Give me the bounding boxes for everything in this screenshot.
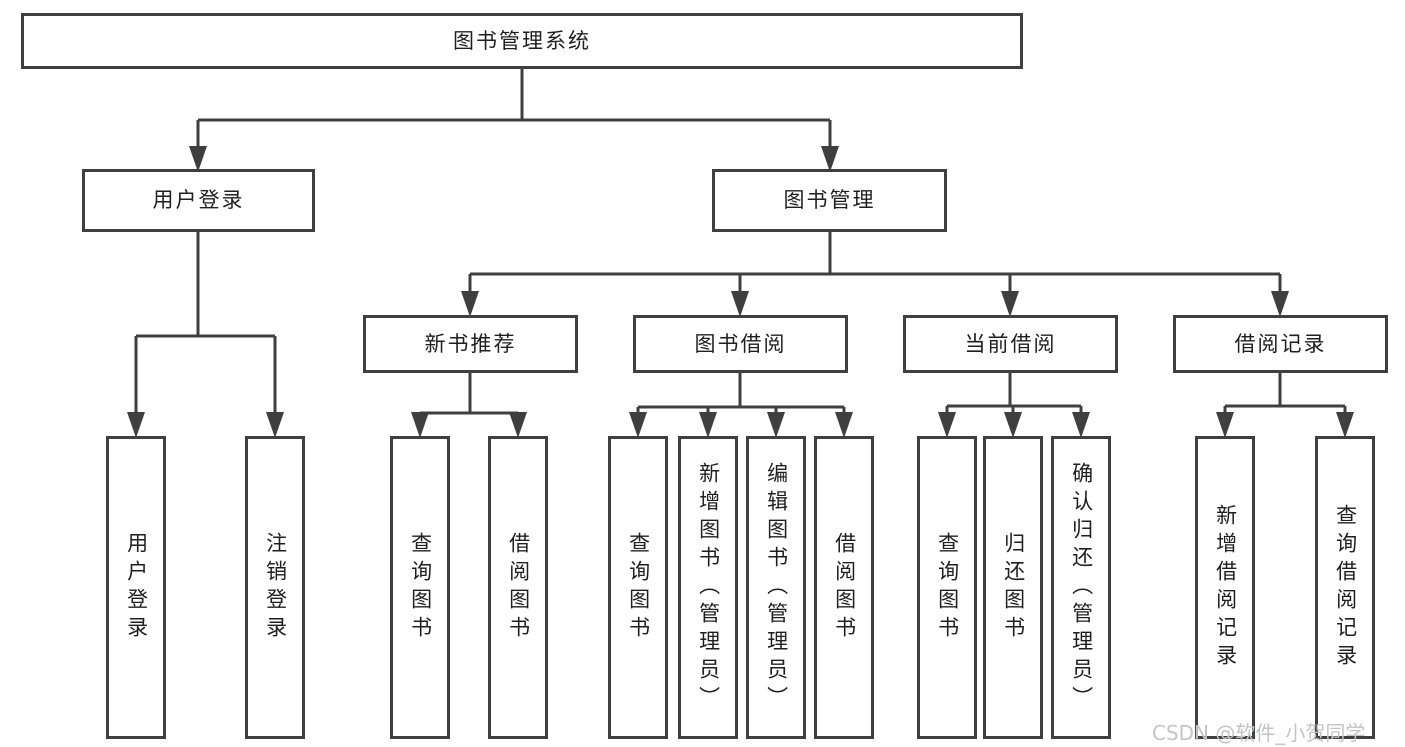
arrowhead-icon [266,412,284,438]
connector [1223,373,1347,417]
node-label: 用户登录 [152,188,245,212]
arrowhead-icon [189,146,207,172]
node-label: 图书管理系统 [453,28,591,53]
node-label: 查询图书 [626,531,651,644]
connector [134,232,277,417]
arrowhead-icon [699,412,717,438]
node-current-borrowing: 当前借阅 [903,315,1118,373]
node-label: 归还图书 [1001,531,1026,644]
node-label: 借阅图书 [832,531,857,644]
leaf-query-books: 查询图书 [608,436,668,739]
node-label: 图书借阅 [694,331,787,356]
connector [196,69,832,151]
leaf-borrow-books: 借阅图书 [488,436,548,739]
arrowhead-icon [509,412,527,438]
node-label: 查询图书 [408,531,433,644]
connector [636,373,846,417]
arrowhead-icon [1001,291,1019,317]
arrowhead-icon [1271,291,1289,317]
arrowhead-icon [461,291,479,317]
node-new-book-recommendation: 新书推荐 [363,315,578,373]
node-label: 新增图书（管理员） [696,461,721,714]
arrowhead-icon [1072,412,1090,438]
leaf-borrow-books: 借阅图书 [814,436,874,739]
node-label: 借阅图书 [506,531,531,644]
csdn-watermark: CSDN @软件_小贺同学 [1152,721,1366,745]
arrowhead-icon [629,412,647,438]
node-label: 查询借阅记录 [1333,503,1358,672]
arrowhead-icon [731,291,749,317]
arrowhead-icon [127,412,145,438]
arrowhead-icon [938,412,956,438]
leaf-confirm-return-admin: 确认归还（管理员） [1051,436,1111,739]
node-book-borrowing: 图书借阅 [633,315,848,373]
node-borrowing-records: 借阅记录 [1173,315,1388,373]
leaf-return-books: 归还图书 [983,436,1043,739]
node-label: 借阅记录 [1234,331,1327,356]
arrowhead-icon [767,412,785,438]
leaf-add-borrow-record: 新增借阅记录 [1195,436,1255,739]
node-label: 查询图书 [935,531,960,644]
node-label: 用户登录 [124,531,149,644]
arrowhead-icon [835,412,853,438]
leaf-add-books-admin: 新增图书（管理员） [678,436,738,739]
connector [945,373,1083,417]
node-label: 图书管理 [783,188,876,212]
node-book-management: 图书管理 [712,169,947,232]
node-user-login: 用户登录 [82,169,315,232]
arrowhead-icon [1216,412,1234,438]
node-label: 当前借阅 [964,331,1057,356]
node-label: 新增借阅记录 [1213,503,1238,672]
leaf-query-books: 查询图书 [390,436,450,739]
arrowhead-icon [411,412,429,438]
node-label: 编辑图书（管理员） [764,461,789,714]
node-library-management-system: 图书管理系统 [21,13,1023,69]
node-label: 确认归还（管理员） [1069,461,1094,714]
arrowhead-icon [821,146,839,172]
arrowhead-icon [1336,412,1354,438]
connector [468,232,1282,296]
leaf-edit-books-admin: 编辑图书（管理员） [746,436,806,739]
arrowhead-icon [1004,412,1022,438]
leaf-logout: 注销登录 [245,436,305,739]
leaf-user-login: 用户登录 [106,436,166,739]
connector [418,373,520,417]
node-label: 新书推荐 [424,331,517,356]
leaf-query-books: 查询图书 [917,436,977,739]
node-label: 注销登录 [263,531,288,644]
leaf-query-borrow-record: 查询借阅记录 [1315,436,1375,739]
